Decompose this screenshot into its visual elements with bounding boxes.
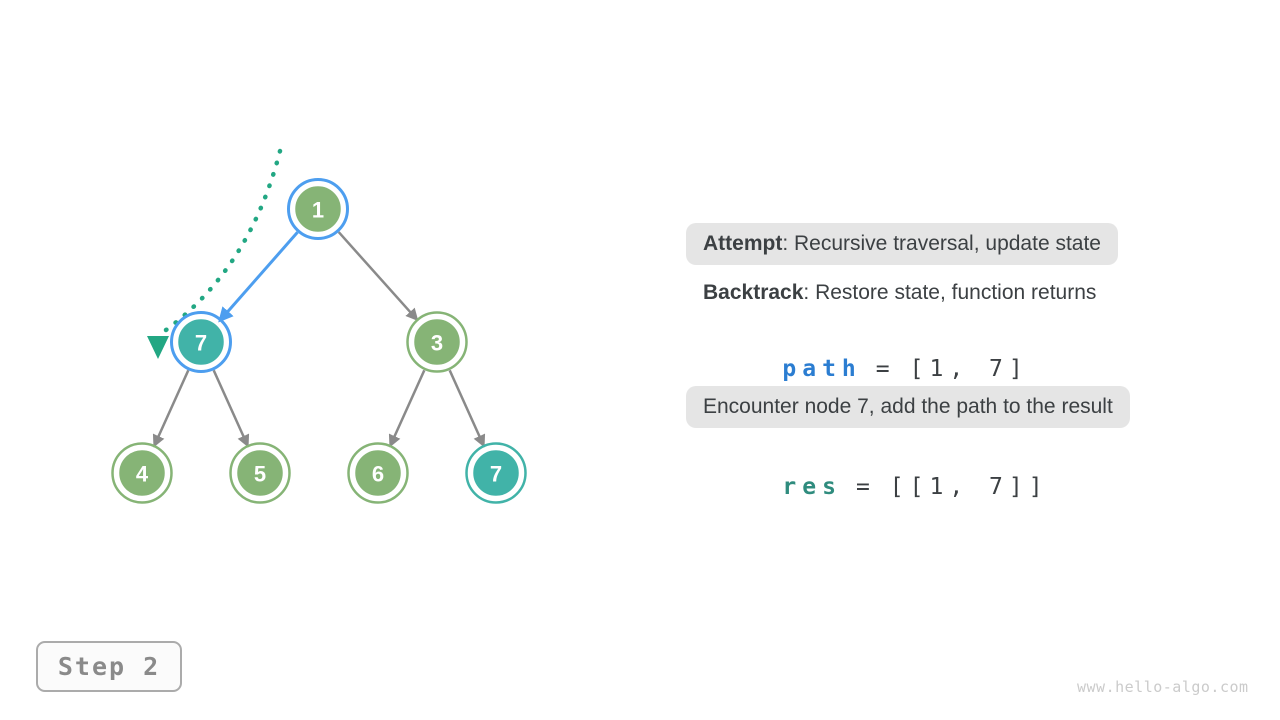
encounter-text: Encounter node 7, add the path to the re…	[703, 395, 1113, 418]
node-outer-ring	[465, 442, 527, 504]
equals-operator: =	[875, 356, 896, 382]
binary-tree-diagram: 1 7 3 4 5 6 7	[111, 148, 527, 504]
backtrack-path-arrow	[147, 148, 283, 359]
node-circle	[470, 447, 522, 499]
backtrack-note: Backtrack: Restore state, function retur…	[703, 281, 1096, 305]
tree-node-target-7: 7	[465, 442, 527, 504]
node-outer-ring	[406, 311, 468, 373]
attempt-note: Attempt: Recursive traversal, update sta…	[686, 223, 1118, 265]
edge-3-6	[388, 369, 426, 448]
node-value: 6	[372, 462, 384, 487]
tree-node-3: 3	[406, 311, 468, 373]
equals-operator: =	[855, 474, 876, 500]
tree-node-current-7: 7	[170, 311, 232, 373]
path-code-line: path = [1, 7]	[703, 330, 1029, 408]
node-value: 3	[431, 331, 443, 356]
tree-node-4: 4	[111, 442, 173, 504]
backtrack-text: : Restore state, function returns	[803, 281, 1097, 304]
edge-7-5	[212, 369, 250, 448]
edge-3-7	[448, 369, 486, 448]
node-circle	[116, 447, 168, 499]
node-value: 7	[490, 462, 502, 487]
tree-edges	[152, 231, 486, 448]
node-value: 5	[254, 462, 266, 487]
watermark: www.hello-algo.com	[1077, 678, 1249, 696]
node-value: 1	[312, 198, 324, 223]
node-outer-ring	[229, 442, 291, 504]
res-value: [[1, 7]]	[889, 474, 1049, 500]
node-circle	[352, 447, 404, 499]
path-value: [1, 7]	[909, 356, 1029, 382]
tree-node-5: 5	[229, 442, 291, 504]
attempt-text: : Recursive traversal, update state	[782, 232, 1101, 255]
path-variable: path	[782, 356, 862, 382]
backtrack-arrowhead-icon	[147, 336, 169, 359]
node-circle	[292, 183, 344, 235]
res-variable: res	[782, 474, 842, 500]
step-badge: Step 2	[36, 641, 182, 692]
res-code-line: res = [[1, 7]]	[703, 448, 1049, 526]
edge-7-4	[152, 369, 190, 448]
node-highlight-ring	[287, 178, 349, 240]
node-highlight-ring	[170, 311, 232, 373]
backtrack-dotted-curve	[163, 148, 283, 333]
edge-1-3	[337, 231, 419, 322]
edge-1-7-active	[218, 231, 299, 323]
node-circle	[411, 316, 463, 368]
node-circle	[234, 447, 286, 499]
encounter-note: Encounter node 7, add the path to the re…	[686, 386, 1130, 428]
attempt-label: Attempt	[703, 232, 783, 255]
step-label: Step 2	[57, 652, 161, 681]
node-value: 7	[195, 331, 207, 356]
node-outer-ring	[111, 442, 173, 504]
node-circle	[175, 316, 227, 368]
tree-node-6: 6	[347, 442, 409, 504]
tree-node-root-1: 1	[287, 178, 349, 240]
node-value: 4	[136, 462, 149, 487]
backtrack-label: Backtrack	[703, 281, 804, 304]
node-outer-ring	[347, 442, 409, 504]
